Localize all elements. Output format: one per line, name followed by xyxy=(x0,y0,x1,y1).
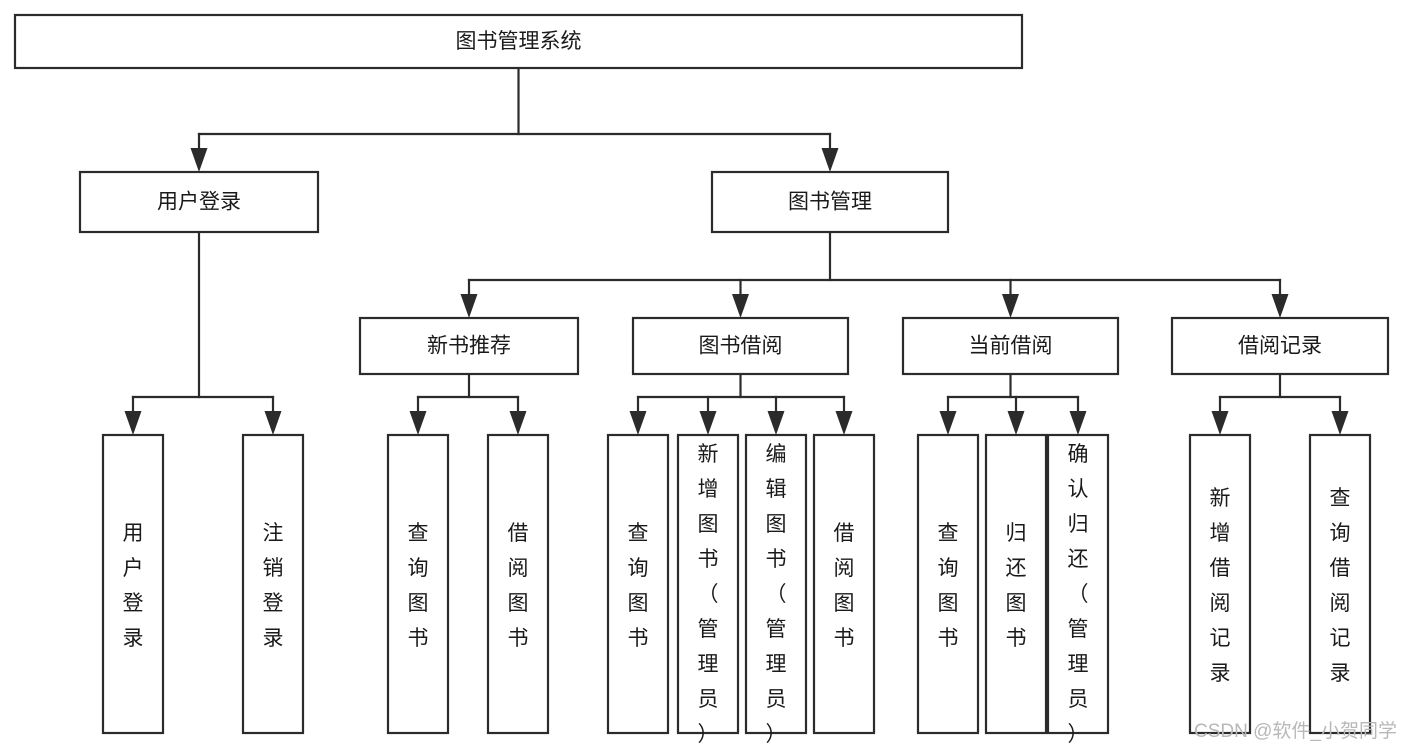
node-label: 编辑图书（管理员） xyxy=(766,443,787,746)
node-leaf-1[interactable]: 用户登录 xyxy=(101,433,165,735)
node-label: 图书借阅 xyxy=(699,335,783,358)
node-leaf-8[interactable]: 借阅图书 xyxy=(812,433,876,735)
node-current[interactable]: 当前借阅 xyxy=(901,316,1120,376)
node-leaf-11[interactable]: 确认归还（管理员） xyxy=(1046,433,1110,746)
node-borrow[interactable]: 图书借阅 xyxy=(631,316,850,376)
node-label: 借阅图书 xyxy=(508,522,529,650)
node-label: 借阅记录 xyxy=(1238,335,1322,358)
node-leaf-5[interactable]: 查询图书 xyxy=(606,433,670,735)
node-leaf-12[interactable]: 新增借阅记录 xyxy=(1188,433,1252,735)
connector-current xyxy=(939,372,1087,435)
node-newbook[interactable]: 新书推荐 xyxy=(358,316,580,376)
node-leaf-6[interactable]: 新增图书（管理员） xyxy=(676,433,740,746)
connector-newbook xyxy=(409,372,527,435)
node-bookmgmt[interactable]: 图书管理 xyxy=(710,170,950,234)
node-records[interactable]: 借阅记录 xyxy=(1170,316,1390,376)
node-leaf-7[interactable]: 编辑图书（管理员） xyxy=(744,433,808,746)
node-leaf-4[interactable]: 借阅图书 xyxy=(486,433,550,735)
node-root[interactable]: 图书管理系统 xyxy=(13,13,1024,70)
node-label: 查询图书 xyxy=(628,522,649,650)
connector-records xyxy=(1211,372,1349,435)
node-leaf-2[interactable]: 注销登录 xyxy=(241,433,305,735)
node-label: 用户登录 xyxy=(123,522,144,650)
node-label: 新书推荐 xyxy=(427,335,511,358)
node-label: 注销登录 xyxy=(263,522,284,650)
connector-bookmgmt xyxy=(460,230,1289,318)
node-label: 图书管理 xyxy=(788,191,872,214)
node-label: 查询借阅记录 xyxy=(1330,487,1351,685)
node-label: 新增图书（管理员） xyxy=(698,443,719,746)
connector-login xyxy=(124,230,282,435)
node-leaf-10[interactable]: 归还图书 xyxy=(984,433,1048,735)
connector-root xyxy=(190,66,839,172)
node-label: 查询图书 xyxy=(408,522,429,650)
node-label: 图书管理系统 xyxy=(456,30,582,53)
node-layer: 图书管理系统用户登录图书管理新书推荐图书借阅当前借阅借阅记录用户登录注销登录查询… xyxy=(13,13,1390,746)
node-label: 确认归还（管理员） xyxy=(1068,443,1089,746)
node-label: 借阅图书 xyxy=(834,522,855,650)
node-label: 新增借阅记录 xyxy=(1210,487,1231,685)
connector-borrow xyxy=(629,372,853,435)
node-login[interactable]: 用户登录 xyxy=(78,170,320,234)
node-label: 用户登录 xyxy=(157,191,241,214)
node-leaf-3[interactable]: 查询图书 xyxy=(386,433,450,735)
node-label: 当前借阅 xyxy=(969,335,1053,358)
node-leaf-13[interactable]: 查询借阅记录 xyxy=(1308,433,1372,735)
node-label: 查询图书 xyxy=(938,522,959,650)
node-leaf-9[interactable]: 查询图书 xyxy=(916,433,980,735)
node-label: 归还图书 xyxy=(1006,522,1027,650)
connector-layer xyxy=(124,66,1349,435)
